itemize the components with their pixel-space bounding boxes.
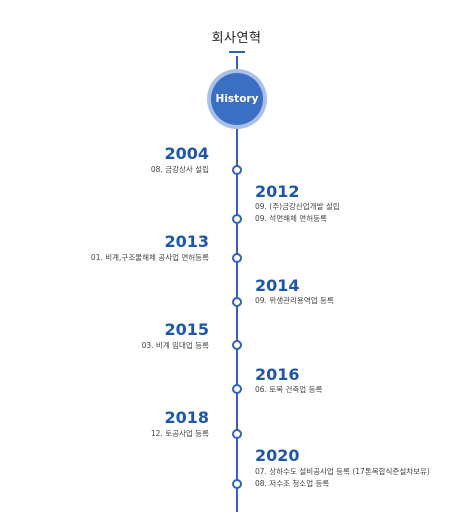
history-item: 01. 비계,구조물해체 공사업 면허등록 (90, 253, 209, 262)
timeline-dot (232, 340, 242, 350)
year-label: 2015 (164, 320, 209, 339)
history-item: 06. 토목 건축업 등록 (255, 385, 323, 394)
history-item: 09. (주)금강산업개발 설립 (255, 202, 340, 211)
year-items: 06. 토목 건축업 등록 (255, 384, 322, 396)
year-label: 2004 (164, 144, 209, 163)
timeline-dot (232, 429, 242, 439)
timeline-line (236, 118, 238, 512)
year-label: 2013 (164, 232, 209, 251)
history-item: 09. 석면해체 면허등록 (255, 214, 327, 223)
history-item: 03. 비계 임대업 등록 (141, 341, 209, 350)
history-item: 07. 상하수도 설비공사업 등록 (17톤복합식준설차보유) (255, 467, 430, 476)
timeline-dot (232, 297, 242, 307)
timeline-dot (232, 165, 242, 175)
history-item: 12. 토공사업 등록 (150, 429, 209, 438)
timeline-dot (232, 479, 242, 489)
timeline-line-top (236, 56, 238, 78)
year-items: 09. 위생관리용역업 등록 (255, 295, 334, 307)
year-label: 2012 (255, 182, 300, 201)
year-label: 2014 (255, 276, 300, 295)
year-items: 01. 비계,구조물해체 공사업 면허등록 (91, 252, 209, 264)
timeline-dot (232, 214, 242, 224)
history-item: 08. 저수조 청소업 등록 (255, 479, 330, 488)
title-underline (229, 51, 245, 53)
page-title: 회사연혁 (211, 31, 262, 46)
year-items: 07. 상하수도 설비공사업 등록 (17톤복합식준설차보유) 08. 저수조 … (255, 466, 430, 490)
year-items: 08. 금강상사 설립 (151, 164, 209, 176)
year-items: 12. 토공사업 등록 (151, 428, 209, 440)
year-items: 09. (주)금강산업개발 설립 09. 석면해체 면허등록 (255, 201, 340, 225)
history-item: 08. 금강상사 설립 (150, 165, 209, 174)
year-label: 2020 (255, 446, 300, 465)
history-badge: History (211, 73, 263, 125)
history-item: 09. 위생관리용역업 등록 (255, 296, 334, 305)
timeline-dot (232, 253, 242, 263)
year-items: 03. 비계 임대업 등록 (142, 340, 209, 352)
year-label: 2016 (255, 365, 300, 384)
timeline-dot (232, 384, 242, 394)
year-label: 2018 (164, 408, 209, 427)
